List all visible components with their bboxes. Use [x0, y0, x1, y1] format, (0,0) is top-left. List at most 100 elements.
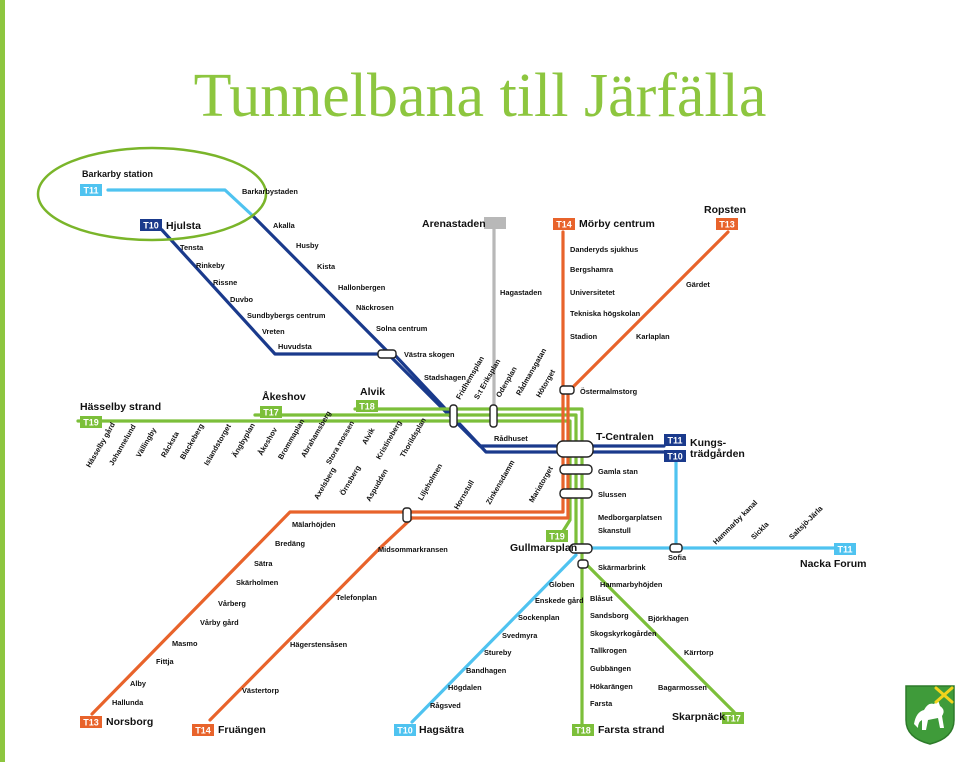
t10-line: [160, 228, 394, 356]
hjulsta-label: Hjulsta: [166, 220, 201, 232]
norsborg-label: Norsborg: [106, 716, 153, 728]
station-label: Hagastaden: [500, 288, 542, 297]
alvik-label: Alvik: [360, 386, 385, 398]
svg-text:T17: T17: [725, 714, 741, 724]
gullmarsplan-marker: [569, 543, 593, 554]
badge-t17-skarpnack: T17: [722, 712, 744, 724]
badge-t18-alvik: T18: [356, 400, 378, 412]
svg-text:T13: T13: [719, 220, 735, 230]
station-label: Vårby gård: [200, 618, 239, 627]
station-label: Örnsberg: [338, 463, 363, 497]
t-centralen-label: T-Centralen: [596, 431, 654, 443]
badge-t13-ropsten: T13: [716, 218, 738, 230]
station-label: Masmo: [172, 639, 198, 648]
station-label: Saltsjö-Järla: [787, 503, 825, 541]
svg-text:T18: T18: [575, 726, 591, 736]
station-label: Duvbo: [230, 295, 253, 304]
station-label: Huvudsta: [278, 342, 313, 351]
red-line-morby: [410, 230, 565, 514]
badge-t11-barkarby: T11: [80, 184, 102, 196]
station-label: Sätra: [254, 559, 273, 568]
station-label: Farsta: [590, 699, 613, 708]
station-label: Ängbyplan: [230, 421, 257, 459]
nacka-forum-label: Nacka Forum: [800, 558, 867, 570]
arenastaden-marker: [484, 217, 506, 229]
red-line-norsborg: [90, 510, 414, 716]
station-label: Blackeberg: [178, 422, 206, 461]
ostermalmstorg-marker: [559, 385, 575, 395]
badge-t18-farsta: T18: [572, 724, 594, 736]
station-label: Hökarängen: [590, 682, 633, 691]
station-label: Enskede gård: [535, 596, 584, 605]
station-label: Skärmarbrink: [598, 563, 647, 572]
svg-text:T10: T10: [143, 221, 159, 231]
badge-t11-kungstradgarden-a: T11: [664, 434, 686, 446]
station-label: Bandhagen: [466, 666, 507, 675]
svg-text:T19: T19: [83, 418, 99, 428]
badge-t13-norsborg: T13: [80, 716, 102, 728]
station-label: Husby: [296, 241, 319, 250]
station-label: Islandstorget: [202, 422, 233, 467]
station-label: Danderyds sjukhus: [570, 245, 638, 254]
station-label: Åkeshov: [256, 425, 280, 457]
station-label: Västertorp: [242, 686, 279, 695]
station-label: Västra skogen: [404, 350, 455, 359]
tcentralen-marker: [556, 440, 594, 458]
station-label: Midsommarkransen: [378, 545, 448, 554]
station-label: Alvik: [360, 425, 377, 446]
station-label: Östermalmstorg: [580, 387, 638, 396]
station-label: Blåsut: [590, 594, 613, 603]
station-label: Skogskyrkogården: [590, 629, 657, 638]
station-label: Svedmyra: [502, 631, 538, 640]
skarmarbrink-marker: [577, 559, 589, 569]
barkarby-highlight-ring: [36, 146, 268, 242]
page-title: Tunnelbana till Järfälla: [193, 62, 767, 130]
svg-text:T10: T10: [667, 452, 683, 462]
station-label: Axelsberg: [312, 465, 338, 501]
station-label: Vårberg: [218, 599, 246, 608]
station-label: Sofia: [668, 553, 687, 562]
badge-t10-hagsatra: T10: [394, 724, 416, 736]
green-line-skarpnack: [580, 558, 736, 714]
station-label: Sundbybergs centrum: [247, 311, 326, 320]
station-label: Rinkeby: [196, 261, 226, 270]
station-label: Mälarhöjden: [292, 520, 336, 529]
arenastaden-label: Arenastaden: [422, 218, 486, 230]
station-label: Fittja: [156, 657, 175, 666]
station-label: Hötorget: [534, 367, 557, 399]
station-label: Stadshagen: [424, 373, 466, 382]
station-label: Alby: [130, 679, 147, 688]
skarpnack-label: Skarpnäck: [672, 711, 725, 723]
station-label: Högdalen: [448, 683, 482, 692]
blue-trunk-line-b: [390, 350, 666, 454]
svg-text:T14: T14: [195, 726, 211, 736]
sofia-marker: [669, 543, 683, 553]
station-label: Sandsborg: [590, 611, 629, 620]
station-label: Stureby: [484, 648, 512, 657]
vastra-skogen-marker: [377, 349, 397, 359]
station-label: Vällingby: [134, 425, 159, 459]
t11-line: [251, 214, 392, 356]
gamla-stan-marker: [559, 464, 593, 475]
station-label: Karlaplan: [636, 332, 670, 341]
ropsten-label: Ropsten: [704, 204, 746, 216]
odenplan-marker: [489, 404, 498, 428]
barkarbystaden-label: Barkarbystaden: [242, 187, 298, 196]
badge-t10-hjulsta: T10: [140, 219, 162, 231]
station-label: Gärdet: [686, 280, 710, 289]
green-line-t17: [253, 413, 578, 550]
station-label: Tallkrogen: [590, 646, 627, 655]
farsta-strand-label: Farsta strand: [598, 724, 665, 736]
municipality-coat-of-arms-logo: [905, 685, 955, 745]
station-label: Gubbängen: [590, 664, 632, 673]
badge-t19-gullmarsplan: T19: [546, 530, 568, 542]
svg-text:T14: T14: [556, 220, 572, 230]
svg-text:T10: T10: [397, 726, 413, 736]
slussen-marker: [559, 488, 593, 499]
station-label: Slussen: [598, 490, 627, 499]
station-label: Stadion: [570, 332, 598, 341]
station-label: Telefonplan: [336, 593, 377, 602]
station-label: Kista: [317, 262, 336, 271]
fridhemsplan-marker: [449, 404, 458, 428]
